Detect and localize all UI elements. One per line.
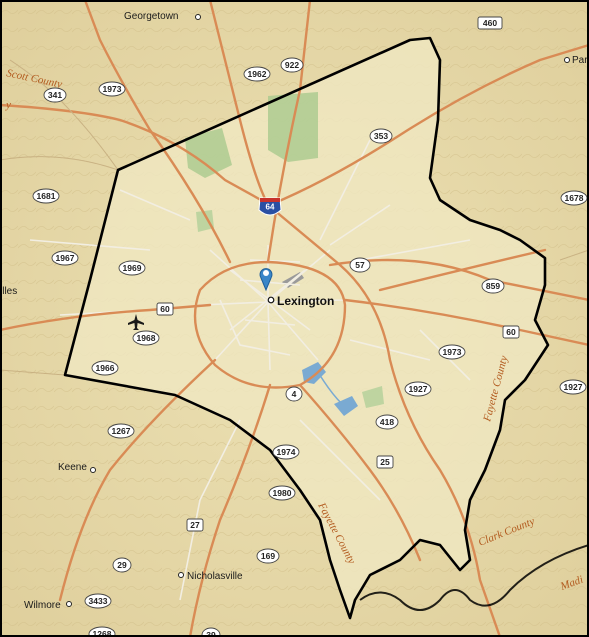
- svg-text:1678: 1678: [565, 193, 584, 203]
- county-label-scott-tail: y: [5, 99, 11, 111]
- svg-text:25: 25: [380, 457, 390, 467]
- svg-text:1268: 1268: [93, 629, 112, 637]
- svg-text:1966: 1966: [96, 363, 115, 373]
- route-shield: 1678: [560, 190, 588, 206]
- route-shield: 353: [369, 128, 393, 144]
- creek: [317, 371, 343, 405]
- place-label-georgetown: Georgetown: [124, 11, 178, 22]
- route-shield: 169: [256, 548, 280, 564]
- route-shield: 60: [156, 302, 174, 316]
- svg-text:1969: 1969: [123, 263, 142, 273]
- svg-text:1927: 1927: [409, 384, 428, 394]
- svg-text:39: 39: [206, 630, 216, 637]
- forest-patch: [196, 210, 214, 232]
- svg-text:1967: 1967: [56, 253, 75, 263]
- route-shield: 1681: [32, 188, 60, 204]
- svg-text:460: 460: [483, 18, 497, 28]
- city-dot-icon: [66, 601, 72, 607]
- airport-icon: [128, 314, 144, 330]
- reservoir: [334, 396, 358, 416]
- minor-roads: [29, 139, 471, 601]
- svg-text:1681: 1681: [37, 191, 56, 201]
- route-shield: 1973: [438, 344, 466, 360]
- route-shield: 1966: [91, 360, 119, 376]
- route-shield: 1268: [88, 626, 116, 637]
- svg-text:341: 341: [48, 90, 62, 100]
- route-shield: 341: [43, 87, 67, 103]
- route-shield: 1267: [107, 423, 135, 439]
- svg-text:1974: 1974: [277, 447, 296, 457]
- fayette-county-boundary: [63, 36, 550, 620]
- route-shield: 1980: [268, 485, 296, 501]
- route-shield: 859: [481, 278, 505, 294]
- svg-text:1962: 1962: [248, 69, 267, 79]
- svg-text:169: 169: [261, 551, 275, 561]
- svg-text:418: 418: [380, 417, 394, 427]
- svg-text:922: 922: [285, 60, 299, 70]
- city-dot-icon: [90, 467, 96, 473]
- svg-text:1267: 1267: [112, 426, 131, 436]
- route-shield: 29: [112, 557, 132, 573]
- route-shield: 27: [186, 518, 204, 532]
- svg-text:1980: 1980: [273, 488, 292, 498]
- route-shield: 3433: [84, 593, 112, 609]
- svg-text:1968: 1968: [137, 333, 156, 343]
- svg-text:57: 57: [355, 260, 365, 270]
- place-label-paris: Pari: [572, 55, 589, 66]
- interstate-shield: 64: [258, 197, 282, 216]
- svg-text:353: 353: [374, 131, 388, 141]
- route-shield: 57: [349, 257, 371, 273]
- svg-text:60: 60: [506, 327, 516, 337]
- route-shield: 1969: [118, 260, 146, 276]
- location-pin-icon[interactable]: [259, 268, 273, 292]
- route-shield: 460: [477, 16, 503, 30]
- route-shield: 1927: [559, 379, 587, 395]
- place-label-nicholasville: Nicholasville: [187, 571, 243, 582]
- route-shield: 60: [502, 325, 520, 339]
- kentucky-river: [359, 544, 589, 611]
- svg-text:3433: 3433: [89, 596, 108, 606]
- svg-text:60: 60: [160, 304, 170, 314]
- place-label-lexington: Lexington: [277, 294, 334, 308]
- svg-text:29: 29: [117, 560, 127, 570]
- route-shield: 418: [375, 414, 399, 430]
- route-shield: 1968: [132, 330, 160, 346]
- svg-text:1973: 1973: [103, 84, 122, 94]
- forest-patch: [362, 386, 384, 408]
- route-shield: 25: [376, 455, 394, 469]
- svg-text:4: 4: [292, 389, 297, 399]
- route-shield: 1973: [98, 81, 126, 97]
- route-shield: 1967: [51, 250, 79, 266]
- city-dot-icon: [564, 57, 570, 63]
- svg-text:1927: 1927: [564, 382, 583, 392]
- svg-text:64: 64: [266, 203, 275, 212]
- route-shield: 1962: [243, 66, 271, 82]
- place-label-keene: Keene: [58, 462, 87, 473]
- city-dot-icon: [178, 572, 184, 578]
- city-dot-icon: [267, 296, 275, 304]
- svg-text:1973: 1973: [443, 347, 462, 357]
- route-shield: 1927: [404, 381, 432, 397]
- place-label-wilmore: Wilmore: [24, 600, 61, 611]
- route-shield: 4: [285, 386, 303, 402]
- place-label-versailles: illes: [0, 286, 17, 297]
- svg-text:859: 859: [486, 281, 500, 291]
- route-shield: 922: [280, 57, 304, 73]
- reservoir: [302, 362, 326, 384]
- forest-patch: [185, 128, 232, 178]
- route-shield: 1974: [272, 444, 300, 460]
- city-dot-icon: [195, 14, 201, 20]
- svg-text:27: 27: [190, 520, 200, 530]
